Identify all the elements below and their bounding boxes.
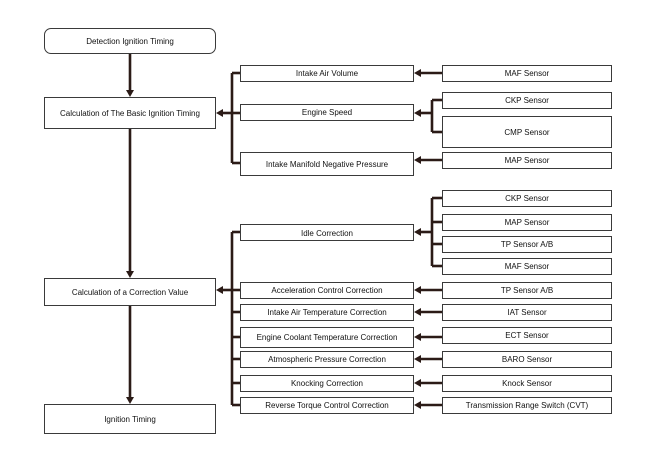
speed-sensors-to-engine-speed-connector-arrowhead: [414, 109, 421, 117]
ignition-timing-box: Ignition Timing: [44, 404, 216, 434]
idle-sensors-to-idle-correction-connector-arrowhead: [414, 228, 421, 236]
idle-maf-sensor-box: MAF Sensor: [442, 258, 612, 275]
map-sensor-box: MAP Sensor: [442, 152, 612, 169]
ect-to-coolant-temp-connector-arrowhead: [414, 333, 421, 341]
idle-correction-box: Idle Correction: [240, 224, 414, 241]
ckp-sensor-box: CKP Sensor: [442, 92, 612, 109]
trs-to-reverse-torque-connector-arrowhead: [414, 401, 421, 409]
intake-air-volume-box: Intake Air Volume: [240, 65, 414, 82]
correction-value-box: Calculation of a Correction Value: [44, 278, 216, 306]
knocking-correction-box: Knocking Correction: [240, 375, 414, 392]
basic-to-correction-connector-arrowhead: [126, 271, 134, 278]
idle-tp-sensor-box: TP Sensor A/B: [442, 236, 612, 253]
idle-ckp-sensor-box: CKP Sensor: [442, 190, 612, 207]
baro-to-atmospheric-connector-arrowhead: [414, 355, 421, 363]
intake-air-temperature-correction-box: Intake Air Temperature Correction: [240, 304, 414, 321]
basic-ignition-timing-box: Calculation of The Basic Ignition Timing: [44, 97, 216, 129]
maf-sensor-box: MAF Sensor: [442, 65, 612, 82]
accel-tp-sensor-box: TP Sensor A/B: [442, 282, 612, 299]
intake-manifold-pressure-box: Intake Manifold Negative Pressure: [240, 152, 414, 176]
tp-to-acceleration-connector-arrowhead: [414, 286, 421, 294]
reverse-torque-control-correction-box: Reverse Torque Control Correction: [240, 397, 414, 414]
cmp-sensor-box: CMP Sensor: [442, 116, 612, 148]
correction-to-result-connector-arrowhead: [126, 397, 134, 404]
ect-sensor-box: ECT Sensor: [442, 327, 612, 344]
maf-to-intake-air-connector-arrowhead: [414, 69, 421, 77]
knock-to-knocking-connector-arrowhead: [414, 379, 421, 387]
detection-to-basic-connector-arrowhead: [126, 90, 134, 97]
detection-ignition-timing-box: Detection Ignition Timing: [44, 28, 216, 54]
corrections-to-correction-box-connector-arrowhead: [216, 286, 223, 294]
engine-coolant-temperature-correction-box: Engine Coolant Temperature Correction: [240, 327, 414, 348]
atmospheric-pressure-correction-box: Atmospheric Pressure Correction: [240, 351, 414, 368]
transmission-range-switch-box: Transmission Range Switch (CVT): [442, 397, 612, 414]
map-to-manifold-connector-arrowhead: [414, 156, 421, 164]
engine-speed-box: Engine Speed: [240, 104, 414, 121]
knock-sensor-box: Knock Sensor: [442, 375, 612, 392]
basic-inputs-to-basic-connector-arrowhead: [216, 109, 223, 117]
acceleration-control-correction-box: Acceleration Control Correction: [240, 282, 414, 299]
idle-map-sensor-box: MAP Sensor: [442, 214, 612, 231]
iat-to-intake-air-temp-connector-arrowhead: [414, 308, 421, 316]
baro-sensor-box: BARO Sensor: [442, 351, 612, 368]
iat-sensor-box: IAT Sensor: [442, 304, 612, 321]
